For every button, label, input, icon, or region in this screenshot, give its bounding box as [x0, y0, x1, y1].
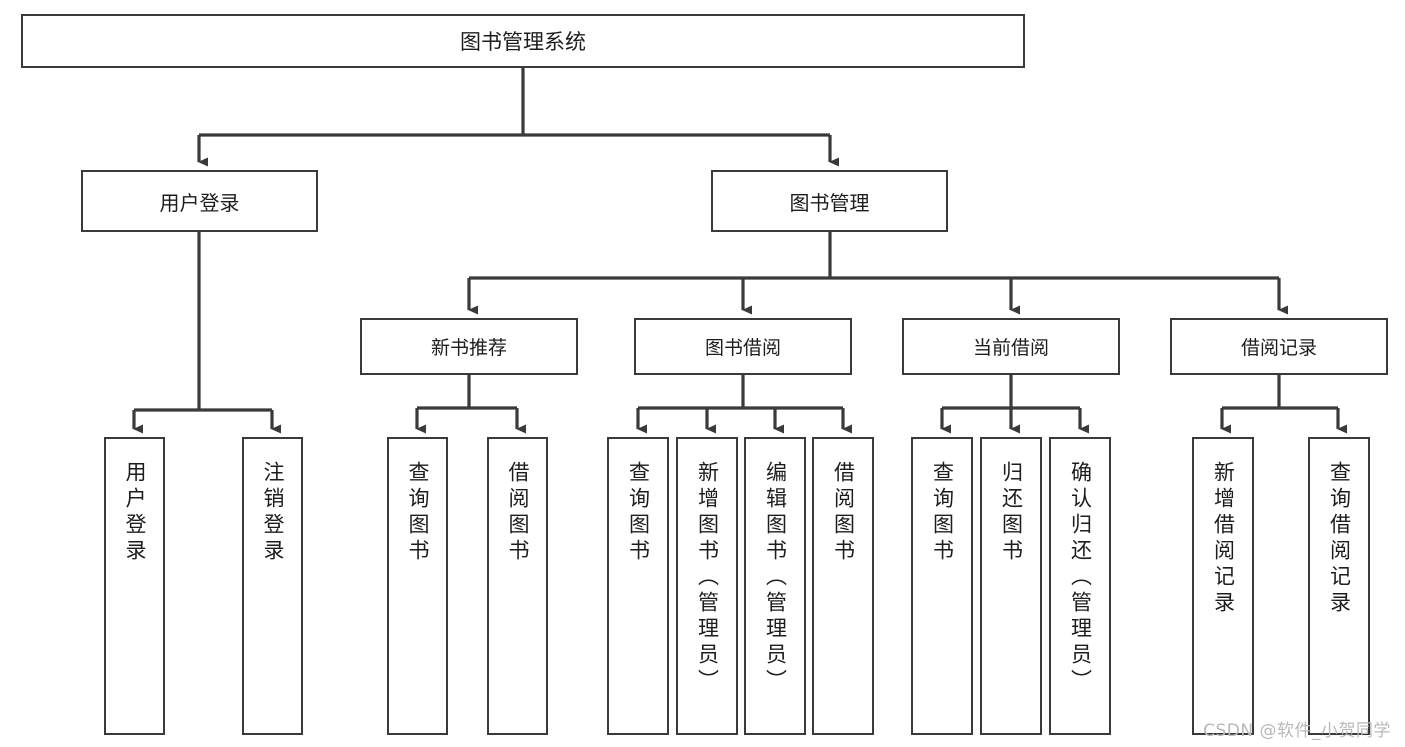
- node-leaf-add-book-label: 新增图书（管理员）: [695, 461, 720, 695]
- node-leaf-query-book-2-label: 查询图书: [626, 461, 651, 565]
- node-leaf-confirm-return[interactable]: 确认归还（管理员）: [1049, 437, 1111, 735]
- node-current-borrow-label: 当前借阅: [972, 337, 1049, 359]
- node-leaf-query-record[interactable]: 查询借阅记录: [1308, 437, 1370, 735]
- node-leaf-query-book-3[interactable]: 查询图书: [911, 437, 973, 735]
- node-leaf-query-book-2[interactable]: 查询图书: [607, 437, 669, 735]
- node-leaf-borrow-book-2[interactable]: 借阅图书: [812, 437, 874, 735]
- node-current-borrow[interactable]: 当前借阅: [902, 318, 1120, 375]
- node-leaf-logout[interactable]: 注销登录: [242, 437, 303, 735]
- node-book-borrow[interactable]: 图书借阅: [634, 318, 852, 375]
- node-root-label: 图书管理系统: [460, 30, 586, 54]
- node-leaf-query-book-1[interactable]: 查询图书: [387, 437, 448, 735]
- node-leaf-edit-book[interactable]: 编辑图书（管理员）: [744, 437, 806, 735]
- node-leaf-borrow-book-2-label: 借阅图书: [831, 461, 856, 565]
- node-new-book-recommend[interactable]: 新书推荐: [360, 318, 578, 375]
- node-user-login-label: 用户登录: [159, 190, 240, 215]
- node-borrow-record-label: 借阅记录: [1240, 337, 1317, 359]
- node-book-borrow-label: 图书借阅: [704, 337, 781, 359]
- node-leaf-add-record-label: 新增借阅记录: [1211, 461, 1236, 617]
- node-leaf-borrow-book-1-label: 借阅图书: [506, 461, 530, 565]
- node-new-book-recommend-label: 新书推荐: [430, 337, 507, 359]
- node-user-login[interactable]: 用户登录: [81, 170, 318, 232]
- node-leaf-return-book[interactable]: 归还图书: [980, 437, 1042, 735]
- node-leaf-add-record[interactable]: 新增借阅记录: [1192, 437, 1254, 735]
- node-book-management-label: 图书管理: [789, 190, 870, 215]
- node-borrow-record[interactable]: 借阅记录: [1170, 318, 1388, 375]
- node-leaf-query-book-1-label: 查询图书: [406, 461, 430, 565]
- node-leaf-logout-label: 注销登录: [261, 461, 285, 565]
- node-root[interactable]: 图书管理系统: [21, 14, 1025, 68]
- node-leaf-return-book-label: 归还图书: [999, 461, 1024, 565]
- node-book-management[interactable]: 图书管理: [711, 170, 948, 232]
- node-leaf-confirm-return-label: 确认归还（管理员）: [1068, 461, 1093, 695]
- node-leaf-user-login-label: 用户登录: [123, 461, 147, 565]
- node-leaf-borrow-book-1[interactable]: 借阅图书: [487, 437, 548, 735]
- node-leaf-query-book-3-label: 查询图书: [930, 461, 955, 565]
- node-leaf-edit-book-label: 编辑图书（管理员）: [763, 461, 788, 695]
- node-leaf-add-book[interactable]: 新增图书（管理员）: [676, 437, 738, 735]
- node-leaf-query-record-label: 查询借阅记录: [1327, 461, 1352, 617]
- node-leaf-user-login[interactable]: 用户登录: [104, 437, 165, 735]
